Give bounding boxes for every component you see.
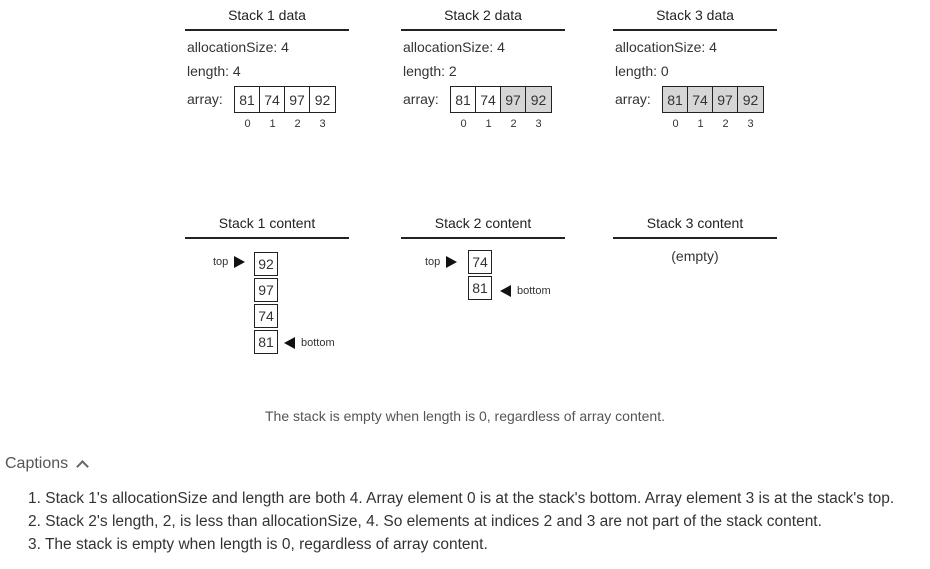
stack3-array-label: array: — [615, 91, 651, 107]
stack1-alloc: allocationSize: 4 — [187, 39, 289, 55]
bottom-label: bottom — [301, 337, 335, 349]
stack3-array: 81 74 97 92 — [662, 86, 764, 113]
captions-toggle[interactable]: Captions — [5, 455, 90, 473]
stack2-visual: 74 81 — [468, 250, 492, 300]
index-label: 0 — [244, 118, 251, 130]
stack-item: 92 — [254, 252, 278, 276]
stack3-indices: 0 1 2 3 — [663, 118, 763, 130]
index-label: 3 — [535, 118, 542, 130]
top-label: top — [213, 256, 229, 268]
array-cell-unused: 81 — [663, 87, 688, 112]
stack1-length: length: 4 — [187, 63, 241, 79]
caption-item: 2. Stack 2's length, 2, is less than all… — [28, 513, 822, 530]
index-label: 1 — [485, 118, 492, 130]
caption-item: 3. The stack is empty when length is 0, … — [28, 536, 488, 553]
caption-item: 1. Stack 1's allocationSize and length a… — [28, 490, 895, 507]
stack2-bottom-pointer: bottom — [500, 285, 551, 297]
stack2-indices: 0 1 2 3 — [451, 118, 551, 130]
arrow-right-icon — [446, 256, 458, 268]
array-cell: 81 — [235, 87, 260, 112]
arrow-right-icon — [234, 256, 246, 268]
stack1-data-rule — [185, 29, 349, 31]
stack3-data-rule — [613, 29, 777, 31]
stack3-content-title: Stack 3 content — [646, 215, 744, 231]
array-cell: 97 — [285, 87, 310, 112]
explanation-note: The stack is empty when length is 0, reg… — [265, 408, 665, 424]
array-cell-unused: 92 — [526, 87, 551, 112]
stack1-visual: 92 97 74 81 — [254, 252, 278, 354]
index-label: 0 — [460, 118, 467, 130]
stack1-data-title: Stack 1 data — [228, 7, 306, 23]
array-cell: 74 — [476, 87, 501, 112]
stack2-array-label: array: — [403, 91, 439, 107]
array-cell: 74 — [260, 87, 285, 112]
bottom-label: bottom — [517, 285, 551, 297]
stack1-bottom-pointer: bottom — [284, 337, 335, 349]
index-label: 1 — [269, 118, 276, 130]
index-label: 3 — [747, 118, 754, 130]
index-label: 0 — [672, 118, 679, 130]
index-label: 1 — [697, 118, 704, 130]
stack2-top-pointer: top — [425, 256, 458, 268]
stack1-array-label: array: — [187, 91, 223, 107]
stack3-length: length: 0 — [615, 63, 669, 79]
stack2-content-title: Stack 2 content — [434, 215, 532, 231]
stack1-top-pointer: top — [213, 256, 246, 268]
stack-item: 74 — [254, 304, 278, 328]
array-cell: 92 — [310, 87, 335, 112]
stack3-content-rule — [613, 237, 777, 239]
stack2-content-rule — [401, 237, 565, 239]
stack2-data-rule — [401, 29, 565, 31]
stack2-data-title: Stack 2 data — [444, 7, 522, 23]
index-label: 2 — [722, 118, 729, 130]
stack-item: 74 — [468, 250, 492, 274]
stack2-alloc: allocationSize: 4 — [403, 39, 505, 55]
stack1-content-title: Stack 1 content — [218, 215, 316, 231]
captions-list: 1. Stack 1's allocationSize and length a… — [28, 487, 923, 556]
index-label: 3 — [319, 118, 326, 130]
stack3-alloc: allocationSize: 4 — [615, 39, 717, 55]
stack-item: 81 — [468, 276, 492, 300]
arrow-left-icon — [500, 285, 511, 297]
array-cell: 81 — [451, 87, 476, 112]
stack1-content-rule — [185, 237, 349, 239]
array-cell-unused: 97 — [501, 87, 526, 112]
stack1-indices: 0 1 2 3 — [235, 118, 335, 130]
index-label: 2 — [294, 118, 301, 130]
stack3-empty-label: (empty) — [671, 248, 719, 264]
stack3-data-title: Stack 3 data — [656, 7, 734, 23]
array-cell-unused: 92 — [738, 87, 763, 112]
stack-item: 81 — [254, 330, 278, 354]
index-label: 2 — [510, 118, 517, 130]
array-cell-unused: 97 — [713, 87, 738, 112]
stack1-array: 81 74 97 92 — [234, 86, 336, 113]
stack-item: 97 — [254, 278, 278, 302]
stack2-array: 81 74 97 92 — [450, 86, 552, 113]
top-label: top — [425, 256, 441, 268]
array-cell-unused: 74 — [688, 87, 713, 112]
captions-heading: Captions — [5, 455, 69, 472]
chevron-up-icon — [76, 459, 90, 473]
arrow-left-icon — [284, 337, 295, 349]
stack2-length: length: 2 — [403, 63, 457, 79]
